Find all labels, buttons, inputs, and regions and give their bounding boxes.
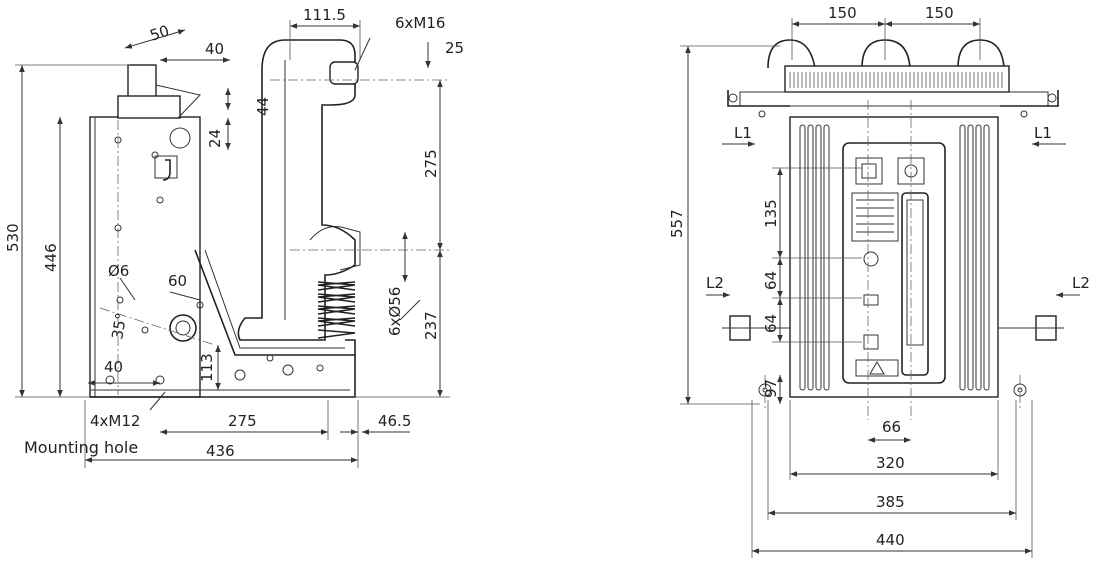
dim-150-a: 150 [828, 4, 857, 22]
side-base-plate [90, 339, 356, 398]
dim-66: 66 [882, 418, 901, 436]
mounting-hole-label: Mounting hole [24, 438, 138, 457]
dim-40-top: 40 [205, 40, 224, 58]
dim-275-bottom: 275 [228, 412, 257, 430]
dim-237: 237 [422, 311, 440, 340]
dim-446: 446 [42, 243, 60, 272]
dim-24: 24 [206, 129, 224, 148]
insulator-sheds [317, 281, 356, 339]
terminal-strip [784, 65, 1010, 93]
dim-385: 385 [876, 493, 905, 511]
dim-angle: 35° [108, 311, 130, 340]
label-L1-right: L1 [1034, 124, 1052, 142]
dim-320: 320 [876, 454, 905, 472]
pole-column [237, 39, 356, 341]
nameplate [851, 192, 899, 242]
hook-icon [162, 159, 171, 181]
dim-557: 557 [668, 209, 686, 238]
control-panel [842, 142, 946, 384]
dim-50: 50 [148, 22, 172, 45]
pole-head-right [957, 39, 1005, 69]
dim-mount-thread: 4xM12 [90, 412, 140, 430]
dim-436: 436 [206, 442, 235, 460]
dim-44: 44 [254, 97, 272, 116]
dim-46-5: 46.5 [378, 412, 411, 430]
dim-150-b: 150 [925, 4, 954, 22]
cooling-fins [799, 124, 990, 391]
dim-113: 113 [198, 353, 216, 382]
front-view: 150 150 557 L1 L1 135 64 64 L2 L2 97 66 … [668, 4, 1090, 558]
terminal-teeth [789, 72, 1003, 88]
side-cabinet-body [89, 116, 201, 398]
top-terminal [329, 61, 359, 85]
dim-40-bottom: 40 [104, 358, 123, 376]
pole-head-left [767, 39, 816, 69]
crank-wheel [169, 314, 197, 342]
label-L2-right: L2 [1072, 274, 1090, 292]
dim-530: 530 [4, 223, 22, 252]
dim-hole-dia: Ø6 [108, 262, 129, 280]
button-close [855, 157, 883, 185]
dim-440: 440 [876, 531, 905, 549]
warning-icon [869, 361, 885, 375]
pole-head-center [861, 39, 911, 69]
dim-64-a: 64 [762, 271, 780, 290]
top-mechanism [127, 64, 157, 98]
dim-6x56: 6xØ56 [386, 287, 404, 336]
dim-thread-top: 6xM16 [395, 14, 445, 32]
label-L1-left: L1 [734, 124, 752, 142]
dim-111-5: 111.5 [303, 6, 346, 24]
dim-275-right: 275 [422, 149, 440, 178]
dim-25: 25 [445, 39, 464, 57]
dim-60: 60 [168, 272, 187, 290]
indicator-window [901, 192, 929, 376]
side-view: 50 40 111.5 6xM16 25 44 24 275 530 446 Ø… [4, 6, 464, 468]
dim-135: 135 [762, 199, 780, 228]
key-switch [863, 251, 879, 267]
dim-97: 97 [762, 379, 780, 398]
label-L2-left: L2 [706, 274, 724, 292]
dim-64-b: 64 [762, 314, 780, 333]
front-cabinet-body [789, 116, 999, 398]
